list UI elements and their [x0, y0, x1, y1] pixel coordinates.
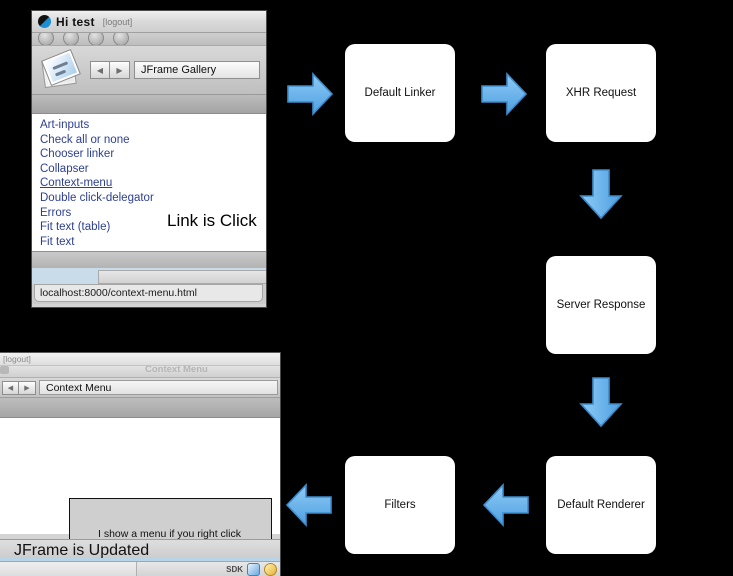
browser-window-gallery[interactable]: Hi test [logout] ◀ ▶ JFrame Gallery Art-… — [31, 10, 267, 308]
flow-node-label: Filters — [384, 499, 416, 511]
url-status-bar: localhost:8000/context-menu.html — [32, 284, 266, 304]
settings-button[interactable] — [113, 33, 129, 45]
sdk-label: SDK — [226, 565, 243, 574]
home-button[interactable] — [38, 33, 54, 45]
nav-button-group: ◀ ▶ — [2, 380, 36, 395]
status-url-text: localhost:8000/context-menu.html — [34, 284, 263, 302]
arrow-into-linker-icon — [287, 71, 334, 117]
link-clicked-message: Link is Click — [167, 211, 257, 230]
list-item[interactable]: Fit text (table) — [40, 220, 266, 235]
window2-titlebar: [logout] — [0, 353, 280, 366]
flow-node-filters[interactable]: Filters — [345, 456, 455, 554]
tray-segment — [0, 562, 137, 576]
flow-node-label: Default Linker — [364, 87, 436, 99]
list-item[interactable]: Collapser — [40, 162, 266, 177]
circle-logo-icon — [38, 15, 51, 28]
flow-node-default-linker[interactable]: Default Linker — [345, 44, 455, 142]
info-button[interactable] — [88, 33, 104, 45]
list-item[interactable]: Chooser linker — [40, 147, 266, 162]
gallery-link-list: Art-inputs Check all or none Chooser lin… — [40, 118, 266, 249]
flow-node-server-response[interactable]: Server Response — [546, 256, 656, 354]
page-title: Hi test — [56, 14, 95, 29]
forward-arrow-icon[interactable]: ▶ — [110, 61, 130, 79]
link-label: Double click-delegator — [40, 191, 154, 204]
link-label: Fit text — [40, 235, 75, 248]
arrow-renderer-to-filters-icon — [482, 482, 529, 528]
gallery-link-list-area: Art-inputs Check all or none Chooser lin… — [32, 114, 266, 251]
gallery-address-field[interactable]: JFrame Gallery — [134, 61, 260, 79]
link-label: Errors — [40, 206, 72, 219]
jframe-updated-banner: JFrame is Updated — [0, 539, 280, 561]
list-item[interactable]: Check all or none — [40, 133, 266, 148]
link-label: Collapser — [40, 162, 89, 175]
ghost-window-title: Context Menu — [145, 364, 208, 375]
list-item[interactable]: Double click-delegator — [40, 191, 266, 206]
gallery-toolbar: ◀ ▶ JFrame Gallery — [32, 46, 266, 95]
content-bottom-divider — [32, 251, 266, 268]
app-icon-blue[interactable] — [247, 563, 260, 576]
context-menu-address-field[interactable]: Context Menu — [39, 380, 278, 395]
back-arrow-icon[interactable]: ◀ — [2, 380, 19, 395]
status-strip — [32, 268, 266, 284]
system-tray: SDK — [0, 561, 280, 576]
arrow-linker-to-xhr-icon — [481, 71, 528, 117]
link-label: Check all or none — [40, 133, 130, 146]
list-item-context-menu[interactable]: Context-menu — [40, 176, 266, 191]
window2-ghost-titlebar: Context Menu — [0, 364, 280, 378]
flow-node-label: Server Response — [556, 299, 646, 311]
list-item[interactable]: Errors — [40, 206, 266, 221]
window-stub-icon — [0, 366, 9, 374]
toolbar-divider — [32, 95, 266, 114]
window2-navbar: ◀ ▶ Context Menu — [0, 378, 280, 398]
arrow-xhr-to-server-icon — [579, 169, 623, 220]
circle-button-row — [32, 33, 266, 46]
list-item[interactable]: Fit text — [40, 235, 266, 250]
context-menu-content-area: I show a menu if you right click anywher… — [0, 418, 280, 576]
arrow-out-of-filters-icon — [285, 482, 332, 528]
link-label: Context-menu — [40, 177, 113, 190]
logout-link[interactable]: [logout] — [3, 354, 31, 364]
flow-node-default-renderer[interactable]: Default Renderer — [546, 456, 656, 554]
banner-text: JFrame is Updated — [14, 541, 150, 559]
logout-link[interactable]: [logout] — [102, 16, 133, 27]
refresh-button[interactable] — [63, 33, 79, 45]
nav-button-group: ◀ ▶ — [90, 61, 130, 79]
forward-arrow-icon[interactable]: ▶ — [19, 380, 36, 395]
flow-node-label: Default Renderer — [557, 499, 645, 511]
demo-line-1: I show a menu if you right click — [98, 528, 241, 540]
link-label: Fit text (table) — [40, 221, 111, 234]
window2-toolbar-divider — [0, 398, 280, 418]
link-label: Art-inputs — [40, 119, 90, 131]
link-label: Chooser linker — [40, 148, 115, 161]
flow-node-label: XHR Request — [565, 87, 637, 99]
window-titlebar: Hi test [logout] — [32, 11, 266, 33]
arrow-server-to-renderer-icon — [579, 377, 623, 428]
app-icon-yellow[interactable] — [264, 563, 277, 576]
list-item[interactable]: Art-inputs — [40, 118, 266, 133]
photo-gallery-icon — [38, 48, 82, 90]
browser-window-context-menu[interactable]: [logout] Context Menu ◀ ▶ Context Menu I… — [0, 352, 281, 576]
flow-node-xhr-request[interactable]: XHR Request — [546, 44, 656, 142]
status-strip-inner — [98, 270, 266, 284]
back-arrow-icon[interactable]: ◀ — [90, 61, 110, 79]
